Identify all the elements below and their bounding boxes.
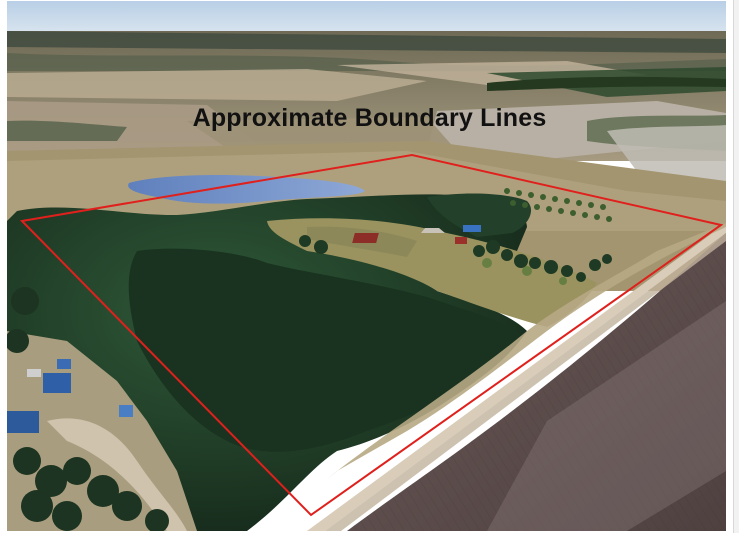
blue-shed [463, 225, 481, 232]
boundary-line [19, 153, 724, 517]
page-edge [733, 0, 739, 533]
tree-cluster [299, 235, 612, 282]
barn [455, 237, 467, 244]
pond [128, 175, 365, 204]
farmhouse [352, 228, 445, 243]
blue-roof-building [43, 373, 71, 393]
dirt-road [307, 223, 726, 531]
pine-plantation [504, 188, 612, 222]
blue-roof-house [7, 411, 39, 433]
aerial-photo [7, 1, 726, 531]
aerial-photo-canvas [7, 1, 726, 531]
